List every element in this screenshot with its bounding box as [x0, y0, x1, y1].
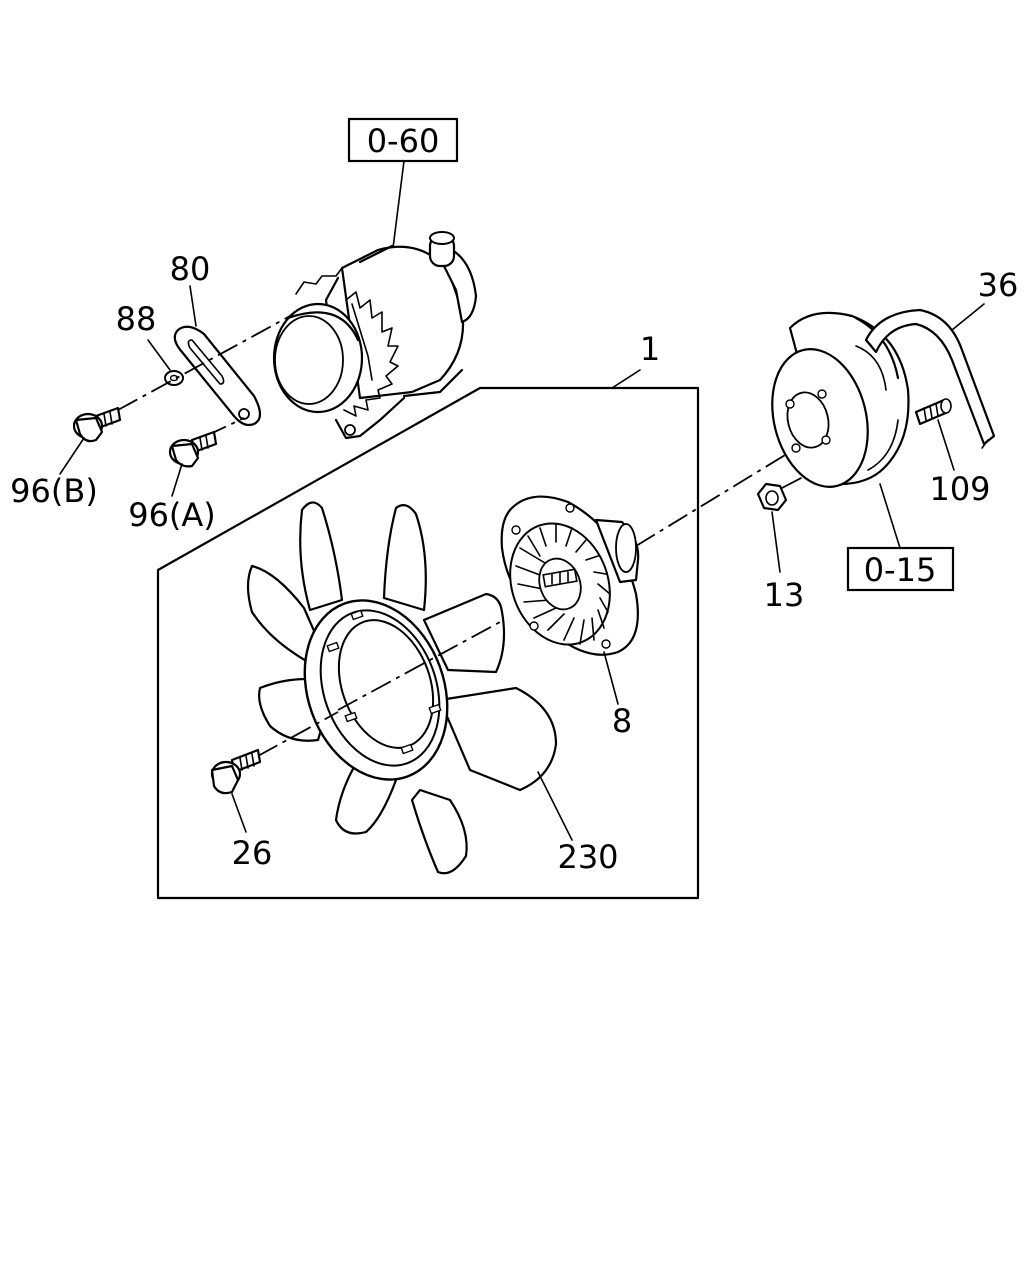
bolt-96a[interactable]	[168, 430, 218, 468]
adjusting-plate[interactable]	[173, 325, 262, 427]
label-26: 26	[232, 834, 273, 872]
leader-0-60	[392, 160, 405, 249]
label-96a: 96(A)	[128, 496, 216, 534]
bolt-26[interactable]	[210, 748, 262, 795]
alternator[interactable]	[272, 231, 478, 440]
label-88: 88	[116, 300, 157, 338]
stud-109[interactable]	[914, 398, 952, 426]
leader-26	[231, 793, 247, 833]
ref-label-0-15: 0-15	[864, 551, 937, 589]
label-80: 80	[170, 250, 211, 288]
leader-36	[951, 303, 985, 331]
leader-88	[147, 339, 171, 371]
leader-80	[189, 285, 197, 327]
v-belt[interactable]	[864, 308, 996, 449]
leader-230	[537, 771, 573, 841]
leader-96a	[171, 463, 183, 497]
leader-96b	[59, 437, 85, 475]
label-109: 109	[929, 470, 990, 508]
leader-13	[771, 511, 781, 573]
label-13: 13	[764, 576, 805, 614]
bolt-96b[interactable]	[72, 406, 122, 443]
label-8: 8	[612, 702, 632, 740]
leader-0-15	[879, 483, 901, 549]
fan-clutch[interactable]	[494, 495, 640, 659]
ref-box-0-60[interactable]: 0-60	[347, 117, 459, 163]
label-230: 230	[557, 838, 618, 876]
assembly-frame	[156, 386, 700, 900]
label-36: 36	[978, 266, 1019, 304]
leader-109	[937, 419, 955, 471]
ref-box-0-15[interactable]: 0-15	[846, 546, 955, 592]
leader-1	[611, 369, 641, 389]
water-pump-pulley[interactable]	[758, 311, 910, 497]
label-96b: 96(B)	[10, 472, 98, 510]
label-1: 1	[640, 330, 660, 368]
leader-8	[603, 651, 619, 705]
nut-13[interactable]	[756, 482, 788, 512]
ref-label-0-60: 0-60	[367, 122, 440, 160]
